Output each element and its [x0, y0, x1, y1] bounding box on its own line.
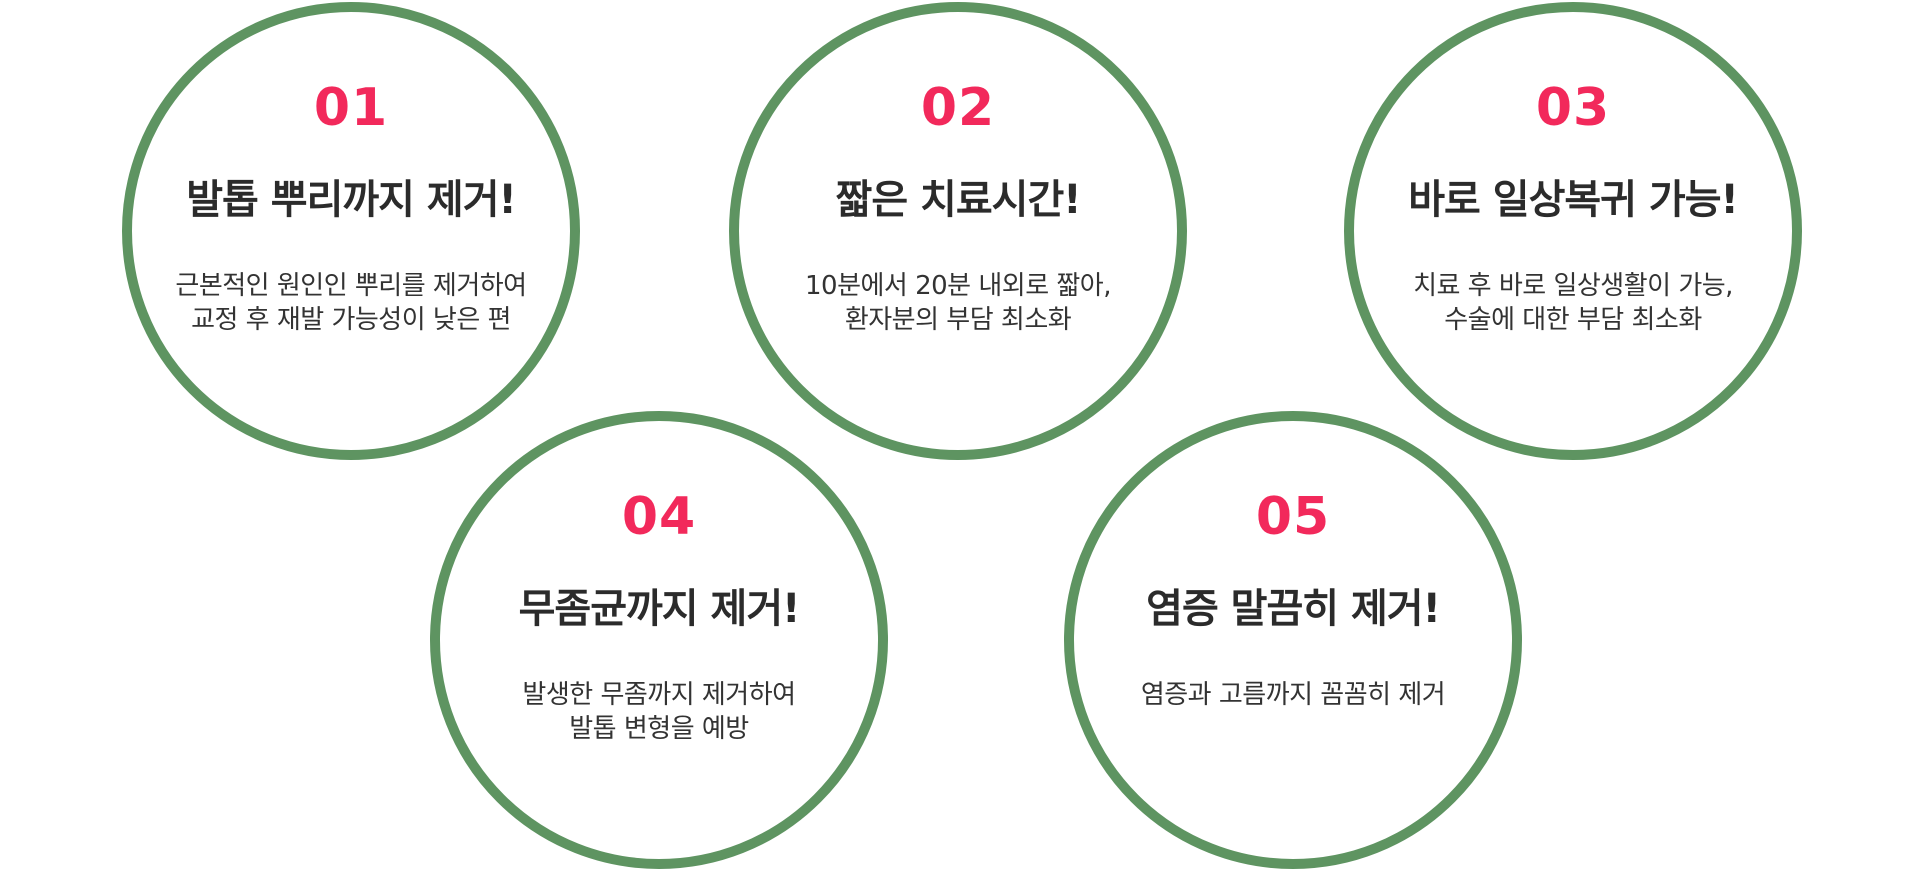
benefit-number: 04	[621, 487, 697, 547]
benefit-description: 10분에서 20분 내외로 짧아, 환자분의 부담 최소화	[739, 270, 1177, 338]
benefit-title: 무좀균까지 제거!	[518, 586, 801, 632]
benefit-description: 치료 후 바로 일상생활이 가능, 수술에 대한 부담 최소화	[1354, 270, 1792, 338]
benefit-circle-02: 02 짧은 치료시간! 10분에서 20분 내외로 짧아, 환자분의 부담 최소…	[729, 2, 1187, 460]
benefit-circle-04: 04 무좀균까지 제거! 발생한 무좀까지 제거하여 발톱 변형을 예방	[430, 411, 888, 869]
benefit-title: 짧은 치료시간!	[835, 177, 1082, 223]
benefit-description-line: 10분에서 20분 내외로 짧아,	[804, 271, 1112, 301]
benefit-circle-03: 03 바로 일상복귀 가능! 치료 후 바로 일상생활이 가능, 수술에 대한 …	[1344, 2, 1802, 460]
benefit-description: 염증과 고름까지 꼼꼼히 제거	[1074, 679, 1512, 713]
benefit-title: 염증 말끔히 제거!	[1146, 586, 1441, 632]
benefit-description-line: 염증과 고름까지 꼼꼼히 제거	[1140, 680, 1446, 710]
benefit-title: 발톱 뿌리까지 제거!	[186, 177, 517, 223]
benefit-circle-05: 05 염증 말끔히 제거! 염증과 고름까지 꼼꼼히 제거	[1064, 411, 1522, 869]
benefit-description-line: 발생한 무좀까지 제거하여	[522, 680, 796, 710]
benefit-description-line: 수술에 대한 부담 최소화	[1444, 304, 1702, 335]
benefit-description-line: 교정 후 재발 가능성이 낮은 편	[191, 304, 511, 335]
benefit-circle-01: 01 발톱 뿌리까지 제거! 근본적인 원인인 뿌리를 제거하여 교정 후 재발…	[122, 2, 580, 460]
benefit-description-line: 근본적인 원인인 뿌리를 제거하여	[175, 271, 527, 301]
benefit-number: 05	[1255, 487, 1331, 547]
benefit-description-line: 발톱 변형을 예방	[569, 713, 749, 744]
benefit-number: 01	[313, 78, 389, 138]
benefit-description: 근본적인 원인인 뿌리를 제거하여 교정 후 재발 가능성이 낮은 편	[132, 270, 570, 338]
benefit-description-line: 치료 후 바로 일상생활이 가능,	[1413, 271, 1733, 301]
benefit-title: 바로 일상복귀 가능!	[1408, 177, 1739, 223]
benefit-description: 발생한 무좀까지 제거하여 발톱 변형을 예방	[440, 679, 878, 747]
benefit-number: 03	[1535, 78, 1611, 138]
benefit-description-line: 환자분의 부담 최소화	[844, 304, 1072, 335]
benefit-number: 02	[920, 78, 996, 138]
